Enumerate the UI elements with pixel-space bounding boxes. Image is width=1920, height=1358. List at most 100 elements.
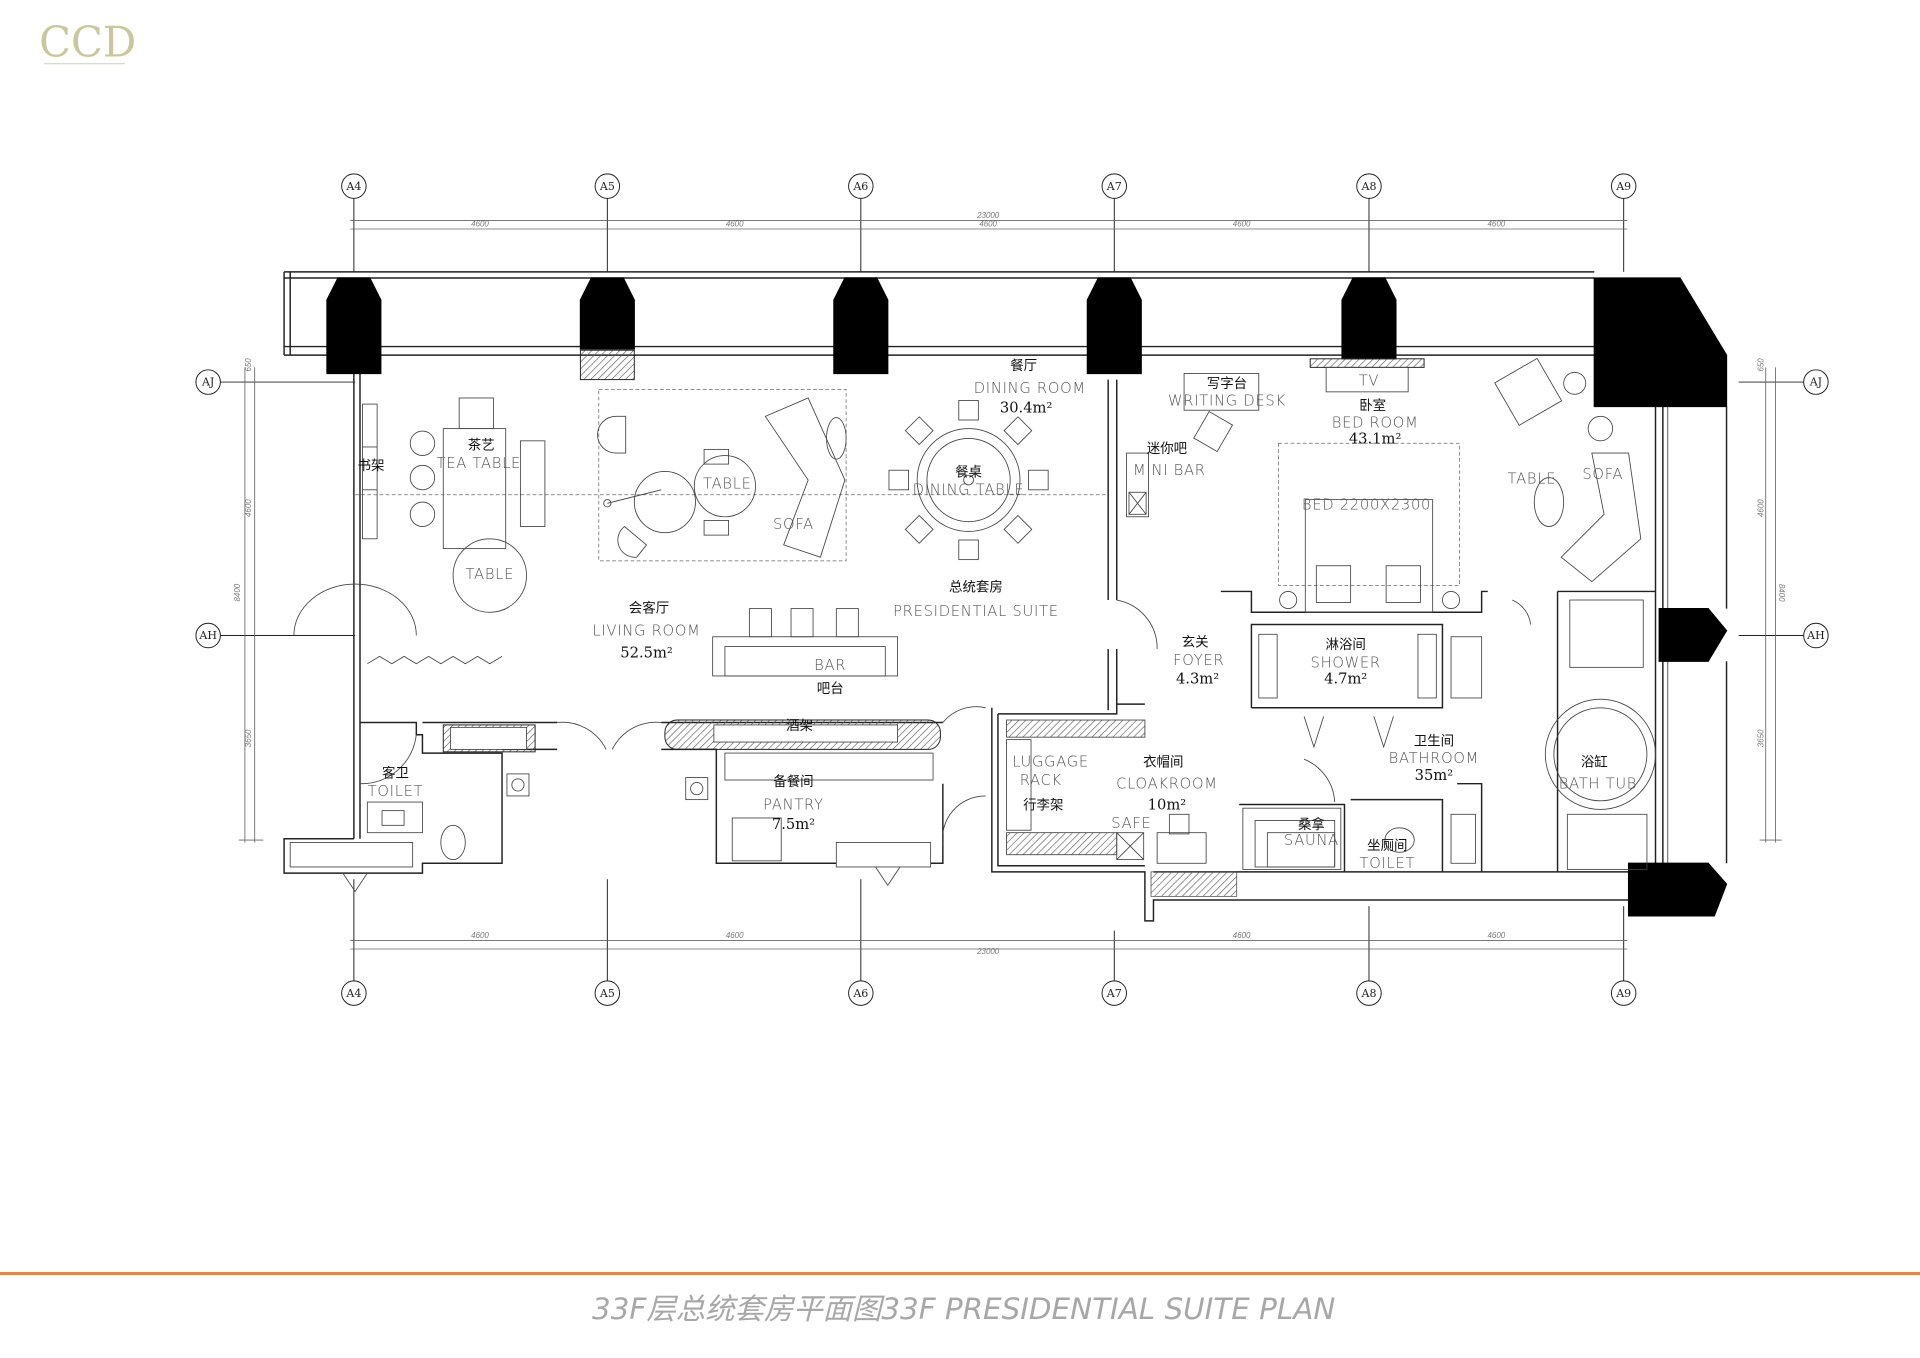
dim-vertical-total-right: 8400 — [1777, 584, 1786, 602]
label-sofa: SOFA — [773, 516, 814, 533]
label-bar-en: BAR — [814, 657, 846, 674]
logo-text: CCD — [39, 17, 136, 66]
label-table: TABLE — [465, 566, 514, 583]
grid-labels: A4 A5 A6 A7 A8 A9 A4 A5 A6 A7 A8 A9 AJ A… — [198, 180, 1824, 1000]
label-bathtub-cn: 浴缸 — [1581, 754, 1608, 771]
label-living-area: 52.5m² — [620, 645, 673, 662]
grid-label-a8: A8 — [1360, 180, 1376, 193]
label-pantry-cn: 备餐间 — [773, 773, 813, 790]
label-dining-cn: 餐厅 — [1010, 358, 1037, 374]
label-bed: BED 2200X2300 — [1302, 496, 1431, 513]
grid-label-a6-bottom: A6 — [852, 987, 868, 1000]
grid-label-a6: A6 — [852, 180, 868, 193]
ccd-logo: CCD — [39, 17, 136, 66]
dim-bay-bottom: 4600 — [1487, 931, 1505, 940]
dim-bay: 4600 — [1233, 220, 1251, 229]
grid-label-a9-bottom: A9 — [1615, 987, 1631, 1000]
dining-chair — [904, 514, 934, 544]
dining-chair — [1028, 469, 1049, 491]
label-dining-en: DINING ROOM — [974, 380, 1086, 397]
label-suite-cn: 总统套房 — [949, 579, 1003, 595]
dimension-labels: 23000 4600 4600 4600 4600 4600 4600 4600… — [233, 211, 1786, 956]
label-rack-en: RACK — [1020, 772, 1062, 789]
dim-bay-bottom: 4600 — [726, 931, 744, 940]
grid-label-a7-bottom: A7 — [1106, 987, 1122, 1000]
dim-vertical: 4600 — [244, 499, 253, 517]
label-foyer-area: 4.3m² — [1176, 670, 1219, 687]
living-room-furniture — [293, 389, 898, 677]
label-tea-en: TEA TABLE — [437, 455, 522, 472]
label-dining-area: 30.4m² — [1000, 400, 1053, 417]
grid-label-a9: A9 — [1615, 180, 1631, 193]
label-cloakroom-cn: 衣帽间 — [1143, 755, 1183, 771]
grid-label-a4-bottom: A4 — [345, 987, 361, 1000]
label-mini-bar-en: MINI BAR — [1133, 462, 1206, 479]
label-luggage-en: LUGGAGE — [1012, 754, 1089, 771]
structural-columns — [326, 277, 1728, 917]
bathroom-fixtures — [366, 599, 1656, 870]
dim-total-top: 23000 — [976, 211, 1000, 220]
label-luggage-cn: 行李架 — [1023, 797, 1063, 813]
label-wc-cn: 坐厕间 — [1367, 838, 1407, 854]
label-guest-toilet-en: TOILET — [368, 783, 424, 800]
label-shower-cn: 淋浴间 — [1326, 637, 1366, 653]
label-bathroom-cn: 卫生间 — [1414, 734, 1454, 750]
label-bookshelf: 书架 — [358, 458, 385, 474]
dim-vertical-total: 8400 — [233, 583, 242, 601]
grid-label-a4: A4 — [345, 180, 361, 193]
dimension-lines — [238, 220, 1782, 950]
grid-label-a5: A5 — [599, 180, 615, 193]
label-bedroom-area: 43.1m² — [1349, 430, 1402, 447]
dining-chair — [904, 416, 934, 446]
grid-label-ah: AH — [198, 629, 217, 642]
label-safe: SAFE — [1111, 815, 1151, 832]
dim-bay: 4600 — [726, 220, 744, 229]
label-dining-table-en: DINING TABLE — [913, 482, 1025, 499]
dim-vertical: 3650 — [244, 729, 253, 747]
label-bedroom-table: TABLE — [1508, 471, 1557, 488]
dim-total-bottom: 23000 — [976, 947, 1000, 956]
dim-vertical-right: 4600 — [1756, 499, 1765, 517]
grid-label-aj: AJ — [201, 376, 214, 389]
label-writing-desk-cn: 写字台 — [1207, 376, 1247, 392]
label-wine-rack: 酒架 — [786, 718, 813, 734]
label-mini-bar-cn: 迷你吧 — [1147, 441, 1187, 457]
window-wall — [283, 271, 1728, 916]
label-shower-area: 4.7m² — [1324, 670, 1367, 687]
cloakroom-furniture — [1006, 719, 1238, 897]
label-sauna-cn: 桑拿 — [1298, 816, 1325, 833]
label-cloakroom-area: 10m² — [1148, 796, 1187, 813]
label-suite-en: PRESIDENTIAL SUITE — [893, 603, 1059, 620]
wine-rack — [442, 719, 941, 753]
grid-label-a7: A7 — [1106, 180, 1122, 193]
label-tea-cn: 茶艺 — [468, 437, 495, 453]
dim-vertical-right: 650 — [1756, 358, 1765, 372]
label-pantry-en: PANTRY — [763, 796, 824, 813]
grid-label-aj-right: AJ — [1809, 376, 1822, 389]
dim-bay: 4600 — [979, 220, 997, 229]
label-pantry-area: 7.5m² — [772, 816, 815, 833]
dim-vertical: 650 — [244, 358, 253, 372]
grid-bubbles — [195, 173, 1829, 1006]
dim-bay: 4600 — [1487, 220, 1505, 229]
label-bathroom-area: 35m² — [1415, 767, 1454, 784]
label-dining-table-cn: 餐桌 — [955, 464, 982, 480]
dining-furniture — [888, 400, 1049, 561]
label-bedroom-cn: 卧室 — [1359, 397, 1386, 414]
grid-label-ah-right: AH — [1806, 629, 1825, 642]
label-foyer-cn: 玄关 — [1182, 634, 1209, 651]
grid-label-a5-bottom: A5 — [599, 987, 615, 1000]
dim-bay: 4600 — [471, 220, 489, 229]
label-sauna-en: SAUNA — [1284, 832, 1339, 849]
dim-bay-bottom: 4600 — [471, 931, 489, 940]
dim-vertical-right: 3650 — [1756, 729, 1765, 747]
label-foyer-en: FOYER — [1173, 652, 1224, 669]
label-shower-en: SHOWER — [1311, 654, 1381, 671]
interior-walls — [283, 379, 1656, 922]
label-guest-toilet-cn: 客卫 — [382, 765, 409, 782]
label-bedroom-en: BED ROOM — [1332, 414, 1419, 431]
dining-chair — [958, 400, 979, 421]
label-living-en: LIVING ROOM — [593, 623, 701, 640]
label-bathroom-en: BATHROOM — [1389, 750, 1479, 767]
